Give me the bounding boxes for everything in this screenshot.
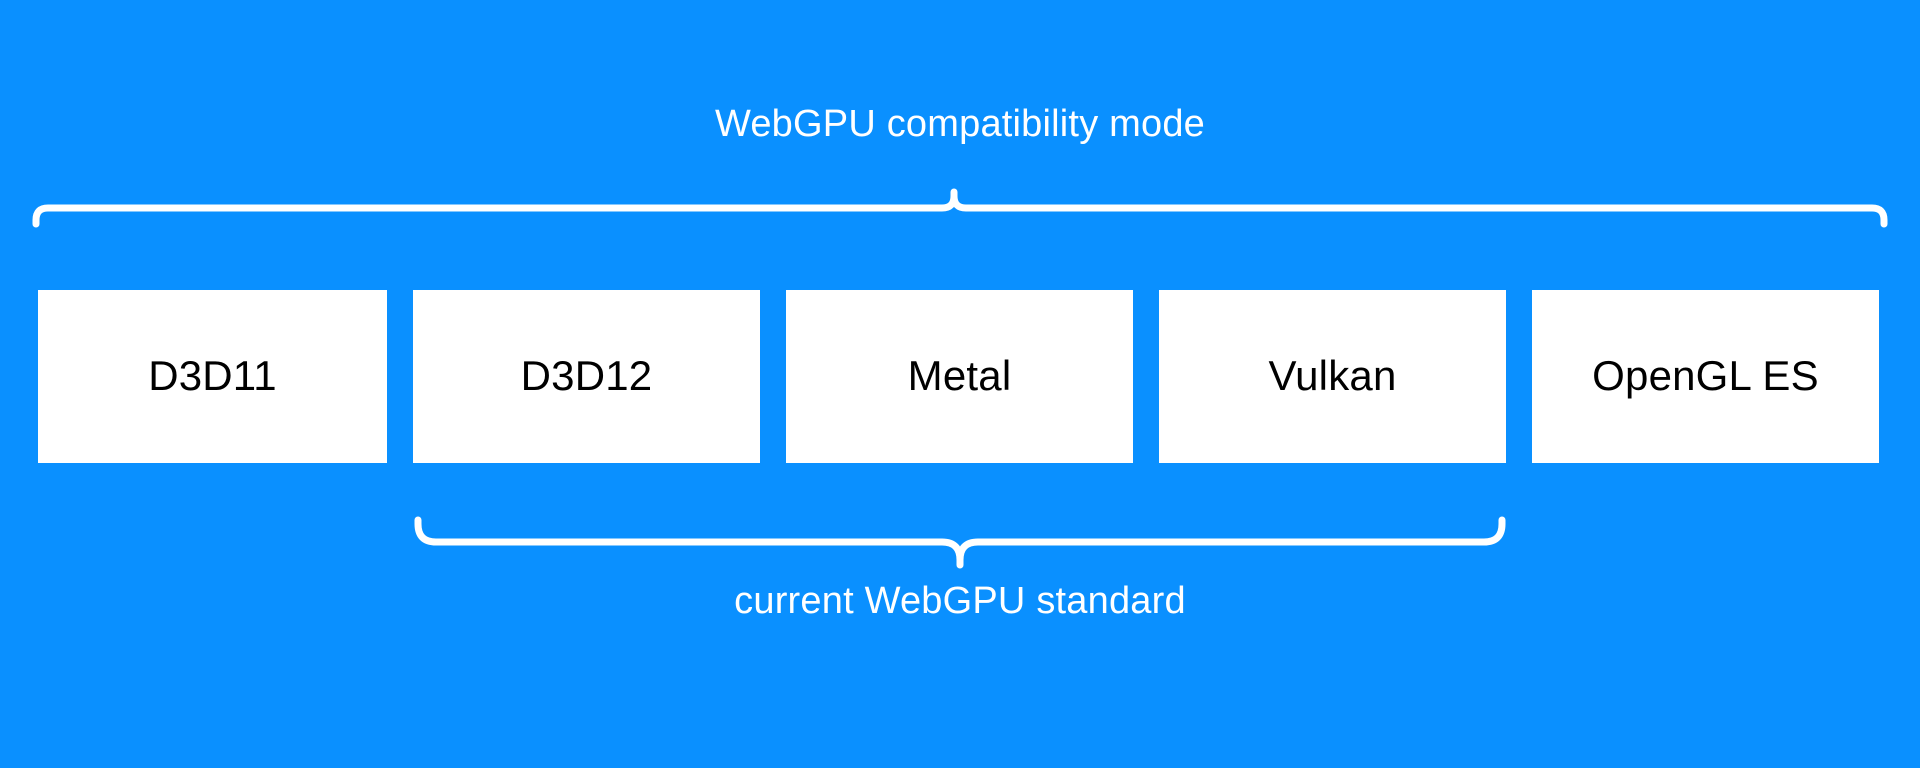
api-box-label: D3D12 [520,351,653,399]
top-curly-brace-icon [32,188,1888,228]
api-box-opengl-es[interactable]: OpenGL ES [1532,290,1879,463]
bottom-group-label: current WebGPU standard [734,580,1186,622]
bottom-curly-brace-icon [414,516,1506,569]
top-group-label: WebGPU compatibility mode [714,103,1206,145]
api-box-d3d11[interactable]: D3D11 [38,290,387,463]
api-box-metal[interactable]: Metal [786,290,1133,463]
api-box-label: D3D11 [148,351,277,399]
graphics-api-box-row: D3D11 D3D12 Metal Vulkan OpenGL ES [38,290,1883,463]
api-box-label: Vulkan [1268,351,1397,399]
api-box-label: Metal [907,351,1012,399]
api-box-d3d12[interactable]: D3D12 [413,290,760,463]
api-box-label: OpenGL ES [1592,351,1819,399]
api-box-vulkan[interactable]: Vulkan [1159,290,1506,463]
